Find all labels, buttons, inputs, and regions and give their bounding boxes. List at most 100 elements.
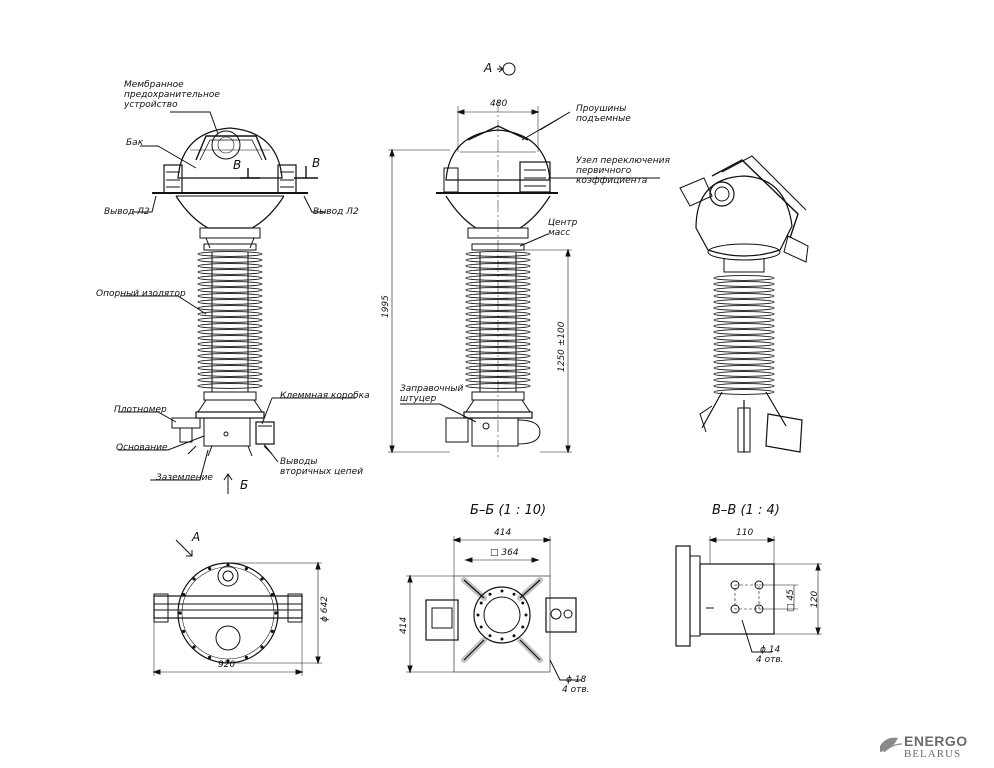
insulator-shed [197,311,263,317]
insulator-shed [713,377,775,383]
label-base: Основание [116,443,168,453]
insulator-shed [197,305,263,311]
insulator-shed [713,275,775,281]
bolt [524,613,528,617]
insulator-shed [197,293,263,299]
insulator-shed [197,365,263,371]
insulator-shed [465,293,531,299]
insulator-shed [197,287,263,293]
label-ratio-switch: Узел переключения первичного коэффициент… [576,156,670,186]
plan-view [152,539,322,676]
insulator-shed [713,365,775,371]
dim-414-left: 414 [399,616,409,634]
insulator-shed [713,281,775,287]
bolt [226,659,230,663]
bolt [270,593,274,597]
section-v-mark-left: В [233,158,242,172]
insulator-shed [197,317,263,323]
bolt [500,589,504,593]
insulator-shed [197,257,263,263]
bolt [512,592,516,596]
insulator-shed [197,275,263,281]
insulator-shed [713,305,775,311]
dim-480: 480 [490,99,508,109]
bolt [244,567,248,571]
dim-45: □ 45 [786,589,796,612]
label-tank: Бак [126,138,144,148]
insulator-shed [197,371,263,377]
insulator-shed [197,359,263,365]
insulator-shed [713,353,775,359]
brand-logo: ENERGO BELARUS [878,733,988,765]
bolt [178,611,182,615]
bolt [479,625,483,629]
bolt [521,601,525,605]
bolt [476,613,480,617]
insulator-shed [465,353,531,359]
side-view [388,62,660,460]
plan-view-a-label: А [192,530,201,544]
section-vv-title: В–В (1 : 4) [712,503,780,518]
dim-hole-14: ϕ 14 [760,645,781,655]
insulator-shed [713,299,775,305]
insulator-shed [197,329,263,335]
bolt [182,593,186,597]
bolt [192,645,196,649]
insulator-shed [713,329,775,335]
label-density-meter: Плотномер [114,405,167,415]
brand-line2: BELARUS [904,748,962,760]
insulator-shed [197,347,263,353]
bolt [274,611,278,615]
insulator-shed [197,383,263,389]
insulator-shed [197,377,263,383]
insulator-shed [197,353,263,359]
insulator-shed [713,335,775,341]
section-bb [406,536,582,681]
dim-1995: 1995 [381,295,391,318]
dim-120: 120 [810,590,820,608]
bolt [244,655,248,659]
insulator-shed [713,293,775,299]
insulator-shed [713,389,775,395]
insulator-shed [713,347,775,353]
bolt [182,629,186,633]
bolt [226,563,230,567]
bolt [512,634,516,638]
brand-logo-icon [880,737,903,753]
label-lead-left: Вывод Л2 [104,207,150,217]
iso-view [679,155,809,453]
label-support-insulator: Опорный изолятор [96,289,186,299]
front-view [118,111,356,494]
bolt [260,577,264,581]
dim-364: □ 364 [490,548,519,558]
bolt [521,625,525,629]
insulator-shed [713,371,775,377]
insulator-shed [713,317,775,323]
bolt [270,629,274,633]
bolt [192,577,196,581]
label-fill-fitting: Заправочный штуцер [400,384,464,404]
label-terminal-box: Клеммная коробка [280,391,370,401]
bolt [500,637,504,641]
bolt [260,645,264,649]
brand-line1: ENERGO [904,733,968,749]
label-membrane: Мембранное предохранительное устройство [124,80,220,110]
dim-holes-4a: 4 отв. [562,685,590,695]
insulator-shed [197,335,263,341]
bolt [488,634,492,638]
insulator-shed [713,311,775,317]
dim-920: 920 [218,660,236,670]
insulator-shed [713,383,775,389]
label-lead-right: Вывод Л2 [313,207,359,217]
insulator-shed [197,323,263,329]
bolt [488,592,492,596]
dim-hole-18: ϕ 18 [566,675,587,685]
bolt [479,601,483,605]
dim-642: ϕ 642 [320,596,330,622]
dim-1250: 1250 ±100 [557,321,567,372]
label-lifting-eyes: Проушины подъемные [576,104,631,124]
insulator-shed [713,323,775,329]
section-bb-title: Б–Б (1 : 10) [470,503,547,518]
insulator-shed [197,341,263,347]
